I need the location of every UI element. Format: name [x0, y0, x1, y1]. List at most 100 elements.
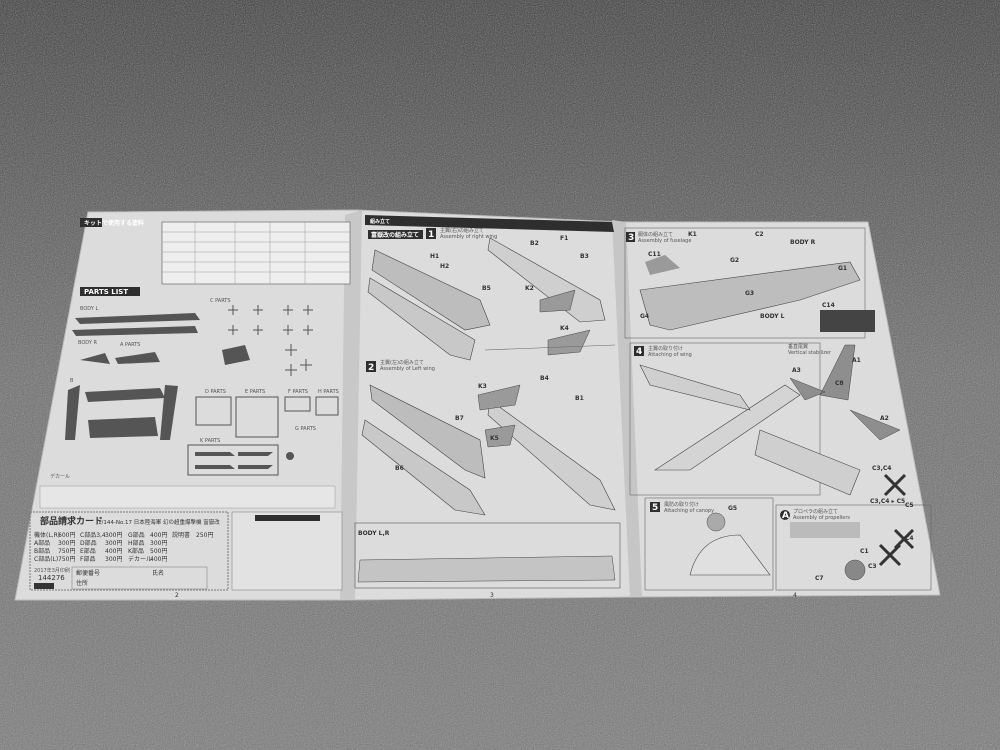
- e-parts-sprue: [235, 396, 279, 438]
- parts-list-header: PARTS LIST: [84, 288, 128, 296]
- step3-part-label: C11: [648, 251, 661, 258]
- c-parts-sprue: [228, 305, 313, 376]
- left-wing-assembled: [487, 399, 616, 511]
- step5-number: 5: [652, 503, 658, 513]
- label-body-lr: BODY L,R: [358, 530, 390, 537]
- order-table-cell: 300円: [105, 556, 122, 563]
- order-card-title: 部品請求カード: [40, 515, 103, 527]
- label-a-parts: A PARTS: [120, 342, 140, 348]
- part-label: B3: [580, 253, 589, 260]
- order-table-cell: 400円: [105, 548, 122, 555]
- label-g5: G5: [728, 505, 737, 512]
- body-panel: [354, 522, 621, 589]
- step2-badge: [366, 361, 376, 372]
- step3-part-label: BODY L: [760, 313, 785, 320]
- step3-title-en: Assembly of fuselage: [638, 238, 691, 244]
- label-k-parts: K PARTS: [200, 438, 220, 444]
- left-page: キットで使用する塗料 PARTS LIST BODY L BODY R A PA…: [29, 218, 351, 599]
- step1-badge: [426, 228, 436, 239]
- part-label: K3: [478, 383, 487, 390]
- step2-title-jp: 主翼(左)の組み立て: [380, 359, 424, 366]
- name-label: 氏名: [152, 569, 164, 577]
- order-table-cell: G部品: [128, 531, 145, 539]
- tail-parts: [789, 344, 901, 441]
- part-label: B7: [455, 415, 464, 422]
- bomber-fuselage: [653, 384, 801, 471]
- order-table-cell: 250円: [196, 532, 213, 539]
- c-part-tail: [222, 345, 250, 365]
- order-table-cell: 300円: [105, 532, 122, 539]
- order-table-cell: K部品: [128, 547, 144, 555]
- f-parts-sprue: [284, 396, 311, 412]
- step4-title-jp: 主翼の取り付け: [648, 345, 683, 352]
- engine-nacelles-k: [539, 289, 591, 356]
- label-body-r: BODY R: [78, 340, 97, 346]
- order-table-cell: 500円: [150, 548, 167, 555]
- order-card-subtitle: 1/144-No.17 日本陸海軍 幻の超重爆撃機 富嶽改: [98, 518, 220, 526]
- order-table-cell: C部品3,4: [80, 531, 106, 539]
- order-table-cell: 機体(L,R): [34, 531, 60, 539]
- stepA-number: A: [782, 511, 789, 521]
- step5-title-jp: 風防の取り付け: [664, 501, 699, 508]
- address-box: [71, 566, 208, 590]
- step3-part-label: G3: [745, 290, 754, 297]
- step1-title-jp: 主翼(右)の組み立て: [440, 227, 484, 234]
- right-wing-upper: [371, 249, 491, 331]
- step-divider: [484, 344, 616, 351]
- right-wing-assembled: [487, 237, 606, 323]
- fuselage-assembly: [639, 261, 861, 331]
- order-table-cell: デカール: [128, 555, 152, 563]
- h-parts-sprue: [315, 396, 339, 416]
- decal-c14: [820, 310, 875, 332]
- brand-logo: [34, 583, 54, 589]
- paint-table-grid: [162, 222, 350, 284]
- order-table-cell: 説明書: [172, 531, 190, 539]
- propeller-part-label: C5: [905, 502, 914, 509]
- propeller-part-label: C7: [815, 575, 824, 582]
- vstab-title-jp: 垂直尾翼: [788, 343, 808, 350]
- order-table-cell: H部品: [128, 539, 145, 547]
- k-parts: [195, 452, 273, 469]
- paint-table: [161, 221, 351, 285]
- step4-number: 4: [636, 347, 642, 357]
- order-table-cell: D部品: [80, 539, 97, 547]
- order-table-cell: 600円: [58, 532, 75, 539]
- g-part: [286, 452, 294, 460]
- step1-number: 1: [428, 230, 434, 240]
- order-table-cell: 750円: [58, 556, 75, 563]
- part-label: F1: [560, 235, 568, 242]
- label-h-parts: H PARTS: [318, 389, 339, 395]
- tail-part-label: C8: [835, 380, 844, 387]
- step5-badge: [650, 502, 660, 512]
- stepA-badge: [780, 510, 790, 520]
- step3-panel: [624, 227, 866, 339]
- step3-badge: [626, 232, 635, 242]
- stepA-title-jp: プロペラの組み立て: [793, 508, 838, 515]
- a-parts: [80, 352, 160, 364]
- label-c-parts: C PARTS: [210, 298, 231, 304]
- postal-code-label: 郵便番号: [76, 569, 100, 577]
- paint-header-bg: [80, 218, 102, 227]
- part-label: B5: [482, 285, 491, 292]
- part-label: H2: [440, 263, 449, 270]
- label-e-parts: E PARTS: [245, 389, 265, 395]
- cockpit-part: [645, 255, 680, 275]
- step3-part-label: BODY R: [790, 239, 816, 246]
- right-wing-attach: [754, 429, 861, 496]
- label-b-parts: B: [70, 378, 74, 384]
- propeller-part-label: C4: [905, 535, 914, 542]
- propeller-icons: [878, 473, 915, 567]
- section-title: 富嶽改の組み立て: [371, 231, 419, 239]
- step5-panel: [644, 497, 774, 591]
- order-table-cell: F部品: [80, 555, 95, 563]
- step4-badge: [634, 346, 644, 356]
- step4-title-en: Attaching of wing: [648, 352, 692, 358]
- label-g-parts: G PARTS: [295, 426, 316, 432]
- mail-order-header: [255, 515, 320, 521]
